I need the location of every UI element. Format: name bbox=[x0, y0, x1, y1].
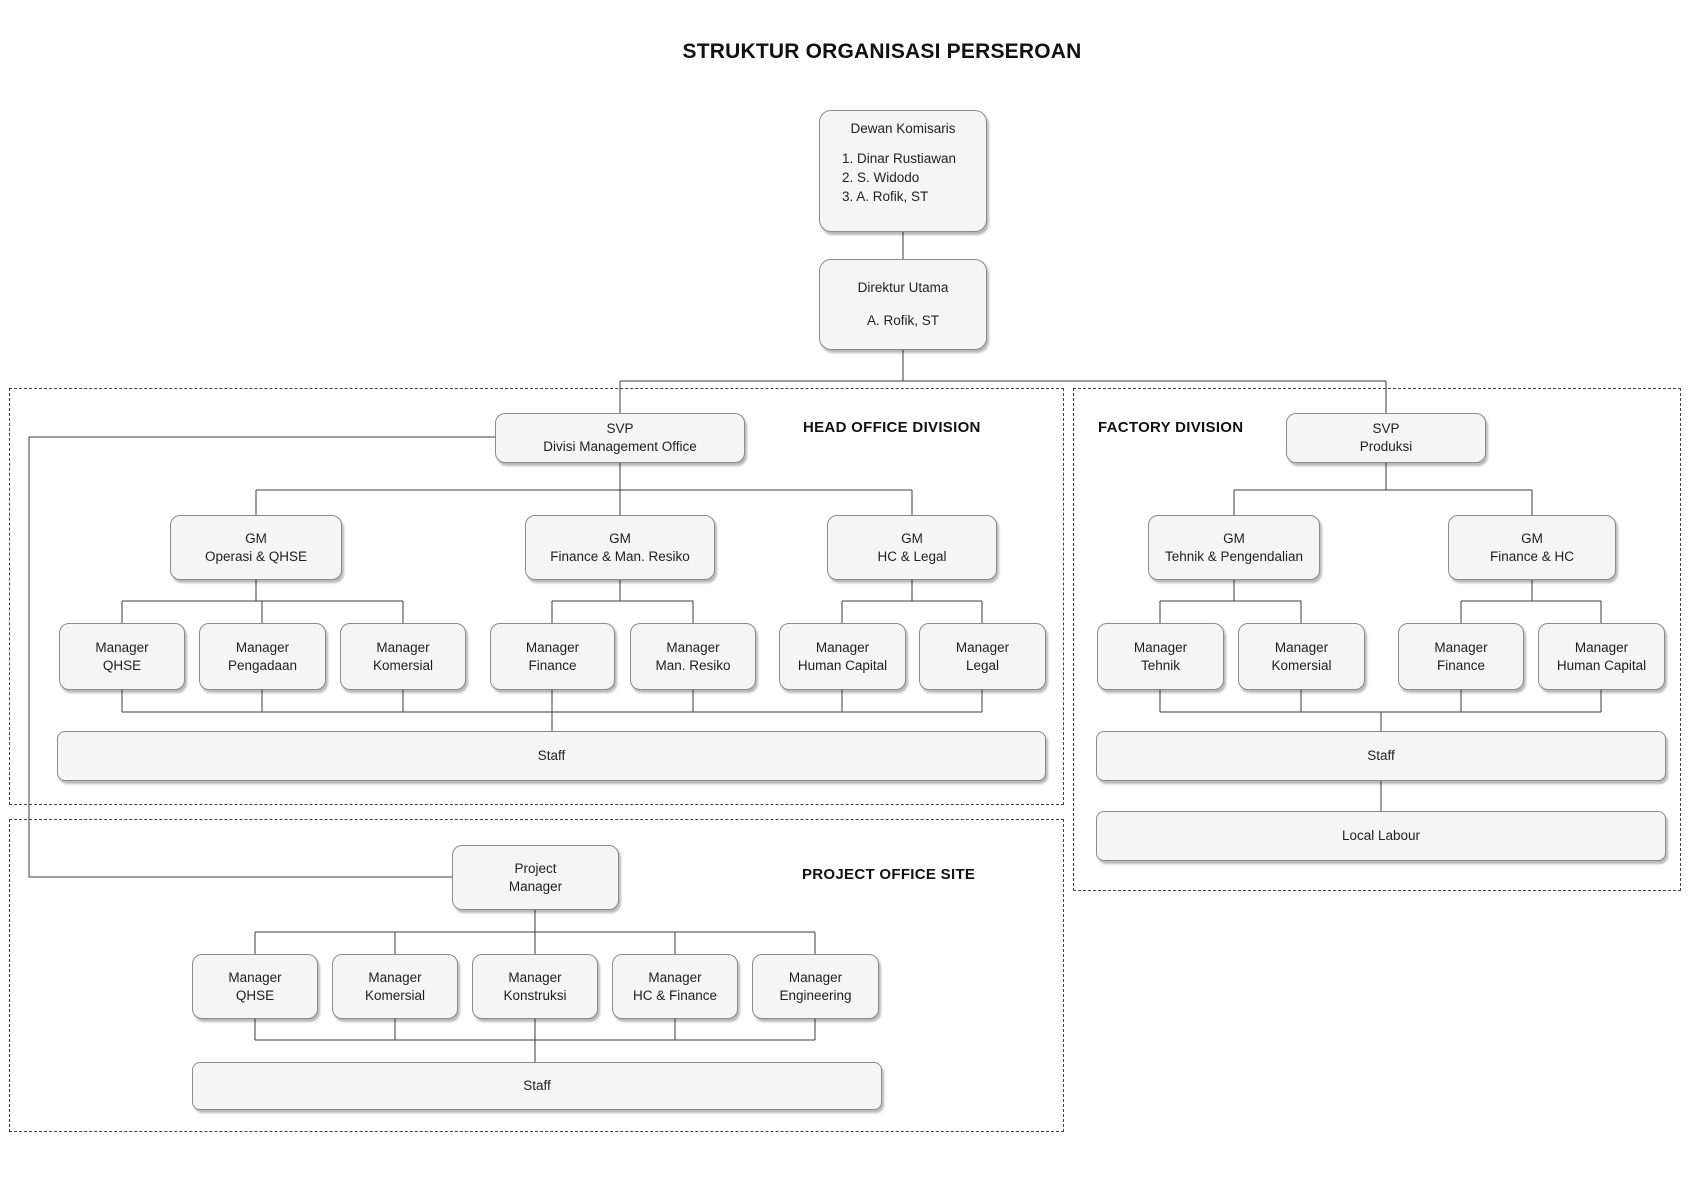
svp-dmo-line1: SVP bbox=[606, 421, 634, 436]
node-gm-tehnik-pengendalian: GM Tehnik & Pengendalian bbox=[1148, 515, 1320, 580]
gm-line1: GM bbox=[245, 530, 267, 546]
manager-line1: Manager bbox=[955, 639, 1010, 655]
node-manager-finance-factory: Manager Finance bbox=[1398, 623, 1524, 690]
node-manager-finance-ho: Manager Finance bbox=[490, 623, 615, 690]
manager-line1: Manager bbox=[648, 969, 702, 985]
svp-produksi-line1: SVP bbox=[1372, 421, 1400, 436]
node-manager-pengadaan: Manager Pengadaan bbox=[199, 623, 326, 690]
node-manager-man-resiko: Manager Man. Resiko bbox=[630, 623, 756, 690]
gm-line2: Tehnik & Pengendalian bbox=[1164, 548, 1304, 564]
manager-line2: Tehnik bbox=[1140, 657, 1181, 673]
manager-line2: QHSE bbox=[235, 987, 275, 1003]
manager-line2: Finance bbox=[1436, 657, 1486, 673]
node-manager-human-capital-ho: Manager Human Capital bbox=[779, 623, 906, 690]
svp-dmo-line2: Divisi Management Office bbox=[543, 439, 697, 454]
gm-line1: GM bbox=[609, 530, 631, 546]
node-manager-komersial-ho: Manager Komersial bbox=[340, 623, 466, 690]
node-local-labour: Local Labour bbox=[1096, 811, 1666, 861]
gm-line2: Finance & Man. Resiko bbox=[550, 548, 690, 564]
node-project-manager: Project Manager bbox=[452, 845, 619, 910]
section-factory bbox=[1073, 388, 1681, 891]
section-label-factory: FACTORY DIVISION bbox=[1098, 419, 1244, 436]
manager-line2: Human Capital bbox=[1556, 657, 1647, 673]
manager-line2: QHSE bbox=[102, 657, 142, 673]
dewan-member-2: 2. S. Widodo bbox=[842, 170, 920, 185]
direktur-utama-title: Direktur Utama bbox=[857, 280, 949, 295]
node-gm-hc-legal: GM HC & Legal bbox=[827, 515, 997, 580]
section-label-head-office: HEAD OFFICE DIVISION bbox=[803, 419, 981, 436]
node-gm-operasi-qhse: GM Operasi & QHSE bbox=[170, 515, 342, 580]
node-svp-divisi-management-office: SVP Divisi Management Office bbox=[495, 413, 745, 463]
node-gm-finance-hc: GM Finance & HC bbox=[1448, 515, 1616, 580]
node-gm-finance-man-resiko: GM Finance & Man. Resiko bbox=[525, 515, 715, 580]
staff-label: Staff bbox=[1367, 748, 1395, 763]
node-staff-head-office: Staff bbox=[57, 731, 1046, 781]
node-direktur-utama: Direktur Utama A. Rofik, ST bbox=[819, 259, 987, 350]
dewan-member-3: 3. A. Rofik, ST bbox=[842, 189, 929, 204]
gm-line2: Operasi & QHSE bbox=[204, 548, 308, 564]
node-manager-human-capital-factory: Manager Human Capital bbox=[1538, 623, 1665, 690]
node-manager-engineering: Manager Engineering bbox=[752, 954, 879, 1019]
manager-line1: Manager bbox=[1434, 639, 1488, 655]
node-staff-project: Staff bbox=[192, 1062, 882, 1110]
gm-line2: HC & Legal bbox=[877, 548, 947, 564]
node-manager-legal: Manager Legal bbox=[919, 623, 1046, 690]
manager-line1: Manager bbox=[376, 639, 430, 655]
manager-line1: Manager bbox=[1574, 639, 1629, 655]
manager-line1: Manager bbox=[235, 639, 290, 655]
manager-line1: Manager bbox=[666, 639, 720, 655]
local-labour-label: Local Labour bbox=[1341, 828, 1421, 843]
node-manager-qhse-ho: Manager QHSE bbox=[59, 623, 185, 690]
manager-line2: Komersial bbox=[372, 657, 434, 673]
manager-line2: Engineering bbox=[779, 987, 852, 1003]
manager-line2: Komersial bbox=[1271, 657, 1332, 673]
dewan-komisaris-members: 1. Dinar Rustiawan 2. S. Widodo 3. A. Ro… bbox=[820, 149, 986, 206]
node-manager-komersial-project: Manager Komersial bbox=[332, 954, 458, 1019]
section-project-office bbox=[9, 819, 1064, 1132]
node-manager-hc-finance: Manager HC & Finance bbox=[612, 954, 738, 1019]
gm-line1: GM bbox=[901, 530, 923, 546]
section-label-project-office: PROJECT OFFICE SITE bbox=[802, 866, 976, 883]
manager-line2: Legal bbox=[965, 657, 1000, 673]
manager-line2: HC & Finance bbox=[632, 987, 718, 1003]
manager-line2: Finance bbox=[528, 657, 577, 673]
dewan-member-1: 1. Dinar Rustiawan bbox=[842, 151, 957, 166]
manager-line2: Pengadaan bbox=[227, 657, 298, 673]
manager-line2: Human Capital bbox=[797, 657, 888, 673]
manager-line2: Konstruksi bbox=[503, 987, 567, 1003]
node-manager-komersial-factory: Manager Komersial bbox=[1238, 623, 1365, 690]
dewan-komisaris-title: Dewan Komisaris bbox=[850, 121, 956, 136]
node-staff-factory: Staff bbox=[1096, 731, 1666, 781]
section-head-office bbox=[9, 388, 1064, 805]
manager-line1: Manager bbox=[1274, 639, 1329, 655]
node-manager-qhse-project: Manager QHSE bbox=[192, 954, 318, 1019]
staff-label: Staff bbox=[537, 748, 566, 763]
manager-line1: Manager bbox=[788, 969, 843, 985]
manager-line1: Manager bbox=[1133, 639, 1188, 655]
node-dewan-komisaris: Dewan Komisaris 1. Dinar Rustiawan 2. S.… bbox=[819, 110, 987, 232]
node-manager-tehnik: Manager Tehnik bbox=[1097, 623, 1224, 690]
trunk-connector bbox=[619, 232, 1387, 413]
direktur-utama-name: A. Rofik, ST bbox=[866, 313, 939, 328]
gm-line1: GM bbox=[1521, 530, 1543, 546]
manager-line1: Manager bbox=[228, 969, 282, 985]
gm-line2: Finance & HC bbox=[1489, 548, 1575, 564]
project-manager-line1: Project bbox=[514, 860, 557, 876]
svp-produksi-line2: Produksi bbox=[1359, 439, 1413, 454]
manager-line1: Manager bbox=[815, 639, 870, 655]
manager-line1: Manager bbox=[368, 969, 422, 985]
manager-line1: Manager bbox=[95, 639, 149, 655]
manager-line1: Manager bbox=[525, 639, 580, 655]
manager-line1: Manager bbox=[508, 969, 562, 985]
manager-line2: Komersial bbox=[364, 987, 426, 1003]
project-manager-line2: Manager bbox=[508, 878, 563, 894]
manager-line2: Man. Resiko bbox=[655, 657, 731, 673]
node-manager-konstruksi: Manager Konstruksi bbox=[472, 954, 598, 1019]
node-svp-produksi: SVP Produksi bbox=[1286, 413, 1486, 463]
gm-line1: GM bbox=[1223, 530, 1245, 546]
staff-label: Staff bbox=[523, 1078, 551, 1093]
page-title: STRUKTUR ORGANISASI PERSEROAN bbox=[682, 40, 1082, 63]
